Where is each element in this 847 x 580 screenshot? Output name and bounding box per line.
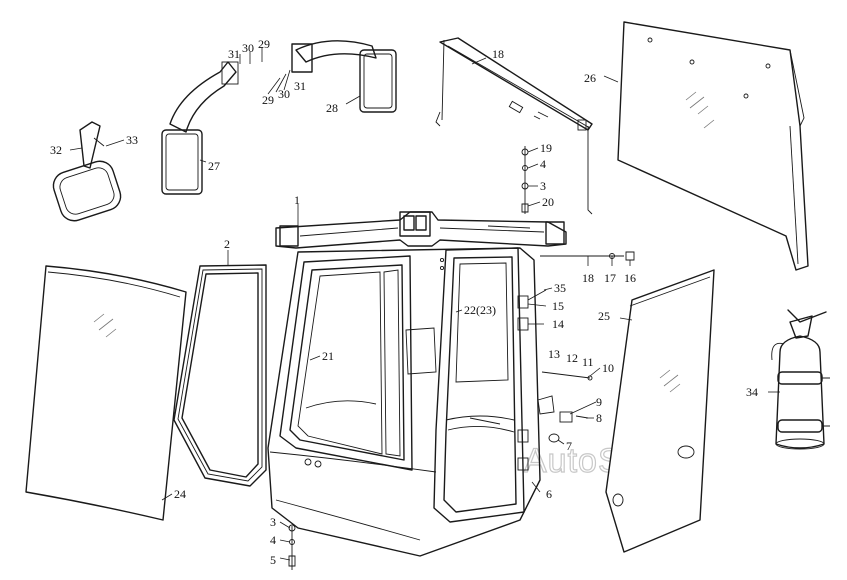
callout-8: 8: [596, 411, 602, 425]
side-door-glass: [605, 269, 715, 553]
callout-4-bottom: 4: [270, 533, 276, 547]
callout-18-lower: 18: [582, 271, 594, 285]
left-mirror: [161, 61, 239, 195]
callout-29-upper: 29: [258, 37, 270, 51]
callout-11: 11: [582, 355, 594, 369]
callout-33: 33: [126, 133, 138, 147]
callout-28: 28: [326, 101, 338, 115]
callout-27: 27: [208, 159, 220, 173]
callout-17: 17: [604, 271, 616, 285]
cab-body: [267, 247, 541, 557]
callout-12: 12: [566, 351, 578, 365]
callout-9: 9: [596, 395, 602, 409]
sun-shade: [435, 37, 593, 215]
fire-extinguisher: [771, 309, 830, 450]
window-seal-frame: [173, 264, 267, 487]
callout-29-lower: 29: [262, 93, 274, 107]
callout-30-lower: 30: [278, 87, 290, 101]
callout-3-bottom: 3: [270, 515, 276, 529]
front-windshield-glass: [25, 265, 187, 521]
callout-21: 21: [322, 349, 334, 363]
callout-22-23: 22(23): [464, 303, 496, 317]
callout-10: 10: [602, 361, 614, 375]
rear-glass: [617, 21, 809, 271]
callout-16: 16: [624, 271, 636, 285]
callout-26: 26: [584, 71, 596, 85]
callout-4-top: 4: [540, 157, 546, 171]
callout-6: 6: [546, 487, 552, 501]
callout-19: 19: [540, 141, 552, 155]
interior-mirror: [52, 121, 122, 222]
right-mirror: [291, 40, 397, 113]
callout-14: 14: [552, 317, 564, 331]
callout-34: 34: [746, 385, 758, 399]
callout-5: 5: [270, 553, 276, 567]
callout-15: 15: [552, 299, 564, 313]
leader-lines: [69, 48, 780, 561]
callout-3-top: 3: [540, 179, 546, 193]
callout-30-upper: 30: [242, 41, 254, 55]
callout-24: 24: [174, 487, 186, 501]
callout-25: 25: [598, 309, 610, 323]
callout-7: 7: [566, 439, 572, 453]
callout-31-lower: 31: [294, 79, 306, 93]
callout-31-upper: 31: [228, 47, 240, 61]
callout-2: 2: [224, 237, 230, 251]
roof-beam: [275, 211, 567, 249]
callout-35: 35: [554, 281, 566, 295]
callout-32: 32: [50, 143, 62, 157]
callout-20: 20: [542, 195, 554, 209]
callout-labels: 1 2 3 4 5 3 4 6 7 8 9 10 11 12 13 14 15 …: [50, 37, 758, 567]
callout-18-upper: 18: [492, 47, 504, 61]
callout-13: 13: [548, 347, 560, 361]
callout-1: 1: [294, 193, 300, 207]
fasteners: [288, 146, 635, 570]
